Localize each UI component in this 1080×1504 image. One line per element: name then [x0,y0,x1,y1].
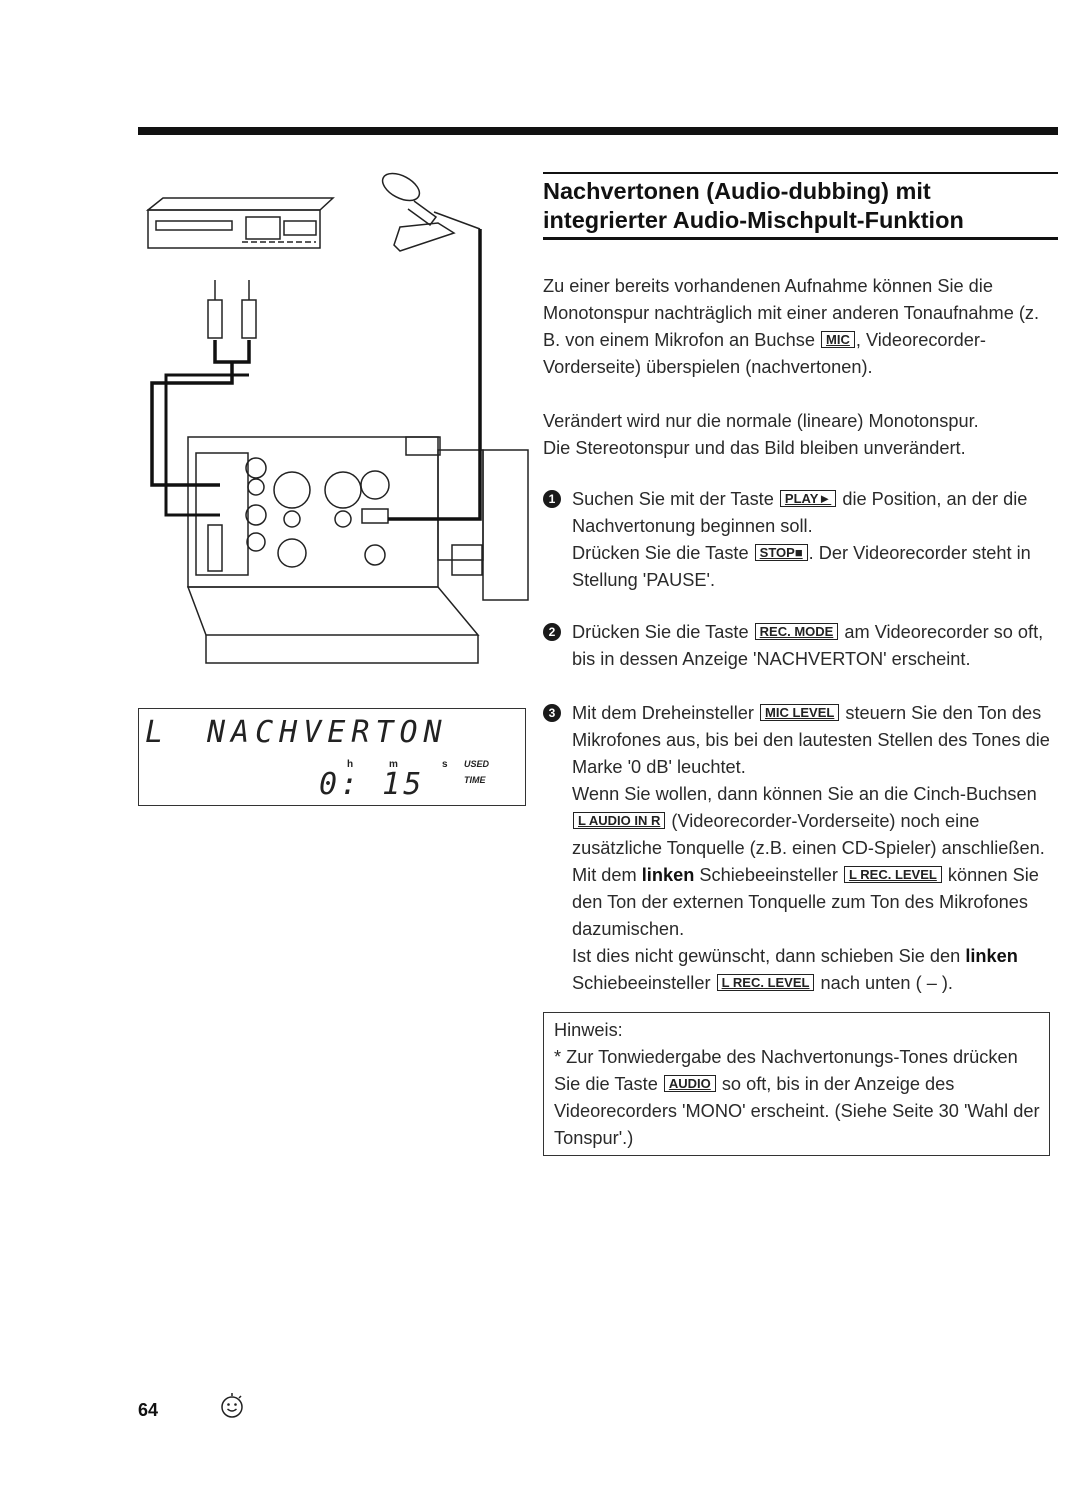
step-3-text-d: (Videorecorder-Vorderseite) noch eine zu… [572,811,1045,885]
recorder-display: L NACHVERTON h m s USED TIME 0: 15 [138,708,526,806]
key-play: PLAY► [779,490,837,507]
microphone-icon [381,172,481,252]
display-label-used: USED [464,759,490,769]
note-text-b: so oft, bis in der Anzeige des Videoreco… [554,1074,1040,1148]
intro-paragraph-2: Verändert wird nur die normale (lineare)… [543,408,1058,462]
step-3-text-c: Wenn Sie wollen, dann können Sie an die … [572,784,1037,804]
step-3-text-e: können Sie den Ton der externen Tonquell… [572,865,1039,939]
step-2-text-b: am Videorecorder so oft, bis in dessen A… [572,622,1044,669]
step-number-2: 2 [543,623,561,641]
intro-text: Zu einer bereits vorhandenen Aufnahme kö… [543,276,1040,350]
smiley-logo-icon [221,1393,243,1418]
intro-paragraph: Zu einer bereits vorhandenen Aufnahme kö… [543,273,1058,381]
recorder-panel-icon [186,436,529,664]
title-rule-top [543,172,1058,174]
section-title: Nachvertonen (Audio-dubbing) mit integri… [543,177,1058,235]
key-audio-in: L AUDIO IN R [573,812,666,829]
intro-line-2b: Die Stereotonspur und das Bild bleiben u… [543,438,966,458]
note-box: Hinweis: * Zur Tonwiedergabe des Nachver… [543,1012,1050,1156]
step-1: 1 Suchen Sie mit der Taste PLAY► die Pos… [543,486,1058,594]
key-rec-mode: REC. MODE [754,623,839,640]
step-number-1: 1 [543,490,561,508]
note-text-a: * Zur Tonwiedergabe des Nachvertonungs-T… [554,1047,1018,1094]
step-1-text-d: . Der Videorecorder steht in Stellung 'P… [572,543,1031,590]
note-title: Hinweis: [554,1020,623,1040]
intro-text-end: , Videorecorder-Vorderseite) überspielen… [543,330,986,377]
step-3-text-h: nach unten ( – ). [820,973,953,993]
step-3-bold-linken-2: linken [965,946,1018,966]
key-rec-level-1: L REC. LEVEL [843,866,942,883]
title-line-2: integrierter Audio-Mischpult-Funktion [543,207,964,233]
step-3-text-b: steuern Sie den Ton des Mikrofones aus, … [572,703,1050,777]
display-message: NACHVERTON [207,715,448,750]
top-rule [138,127,1058,135]
step-3-text-a: Mit dem Dreheinsteller [572,703,754,723]
step-1-text-c: Drücken Sie die Taste [572,543,749,563]
page-number: 64 [138,1400,159,1420]
key-rec-level-2: L REC. LEVEL [716,974,815,991]
tape-deck-icon [145,197,335,249]
step-3-bold-linken-1: linken [641,865,695,885]
display-label-h: h [347,759,354,770]
key-mic: MIC [821,331,855,348]
step-3-text-f: Ist dies nicht gewünscht, dann schieben … [572,946,961,966]
display-time: 0: 15 [319,767,425,802]
step-1-text-b: die Position, an der die Nachvertonung b… [572,489,1028,536]
step-1-text-a: Suchen Sie mit der Taste [572,489,774,509]
key-audio: AUDIO [663,1075,716,1092]
key-mic-level: MIC LEVEL [760,704,840,721]
step-3-text-g: Schiebeeinsteller [572,973,711,993]
step-2-text-a: Drücken Sie die Taste [572,622,749,642]
rca-plugs-icon [207,280,257,339]
title-line-1: Nachvertonen (Audio-dubbing) mit [543,178,931,204]
title-rule-bottom [543,237,1058,240]
display-channel: L [145,715,164,750]
step-number-3: 3 [543,704,561,722]
step-2: 2 Drücken Sie die Taste REC. MODE am Vid… [543,619,1058,673]
intro-line-2a: Verändert wird nur die normale (lineare)… [543,411,979,431]
display-label-time: TIME [464,775,486,785]
display-label-m: m [389,759,398,770]
display-label-s: s [442,759,448,770]
step-3-text-d2: Schiebeeinsteller [699,865,838,885]
audio-dubbing-illustration [145,172,529,664]
step-3: 3 Mit dem Dreheinsteller MIC LEVEL steue… [543,700,1058,997]
key-stop: STOP■ [754,544,808,561]
